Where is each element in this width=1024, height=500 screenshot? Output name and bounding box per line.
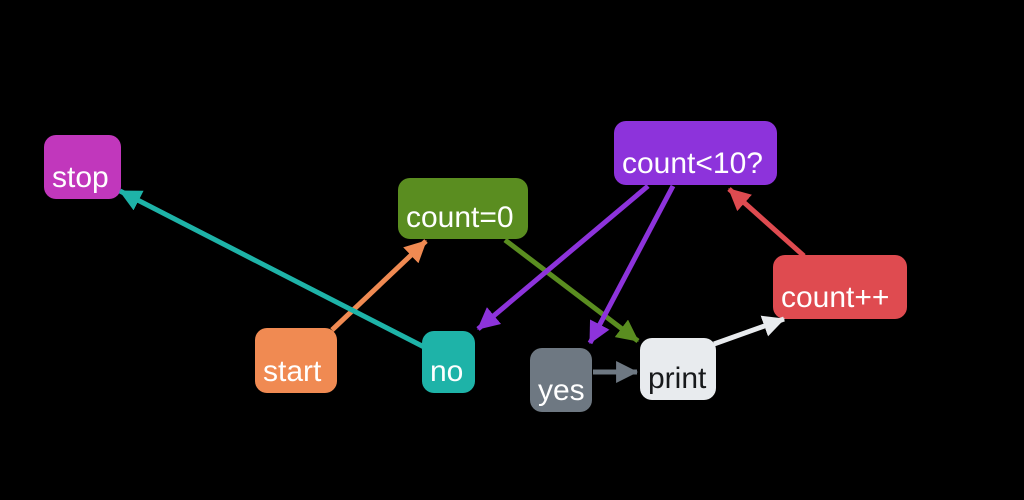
node-count-plus-plus[interactable]: count++ bbox=[773, 255, 907, 319]
node-count-eq-0[interactable]: count=0 bbox=[398, 178, 528, 239]
edge-count-eq-0-to-print bbox=[503, 238, 640, 343]
edge-start-to-count-eq-0 bbox=[330, 239, 428, 332]
node-label-count-eq-0: count=0 bbox=[406, 201, 514, 234]
edge-count-plus-plus-to-count-lt-10 bbox=[727, 187, 806, 258]
node-start[interactable]: start bbox=[255, 328, 337, 393]
node-label-count-lt-10: count<10? bbox=[622, 147, 763, 180]
node-yes[interactable]: yes bbox=[530, 348, 592, 412]
node-label-no: no bbox=[430, 355, 464, 388]
node-label-count-plus-plus: count++ bbox=[781, 281, 890, 314]
edge-count-lt-10-to-yes bbox=[587, 184, 676, 345]
node-label-start: start bbox=[263, 355, 322, 388]
node-count-lt-10[interactable]: count<10? bbox=[614, 121, 777, 185]
node-no[interactable]: no bbox=[422, 331, 475, 393]
node-label-print: print bbox=[648, 362, 707, 395]
edge-print-to-count-plus-plus bbox=[713, 315, 786, 347]
node-print[interactable]: print bbox=[640, 338, 716, 400]
node-label-yes: yes bbox=[538, 374, 585, 407]
node-stop[interactable]: stop bbox=[44, 135, 121, 199]
node-label-stop: stop bbox=[52, 161, 109, 194]
edge-no-to-stop bbox=[118, 188, 428, 351]
